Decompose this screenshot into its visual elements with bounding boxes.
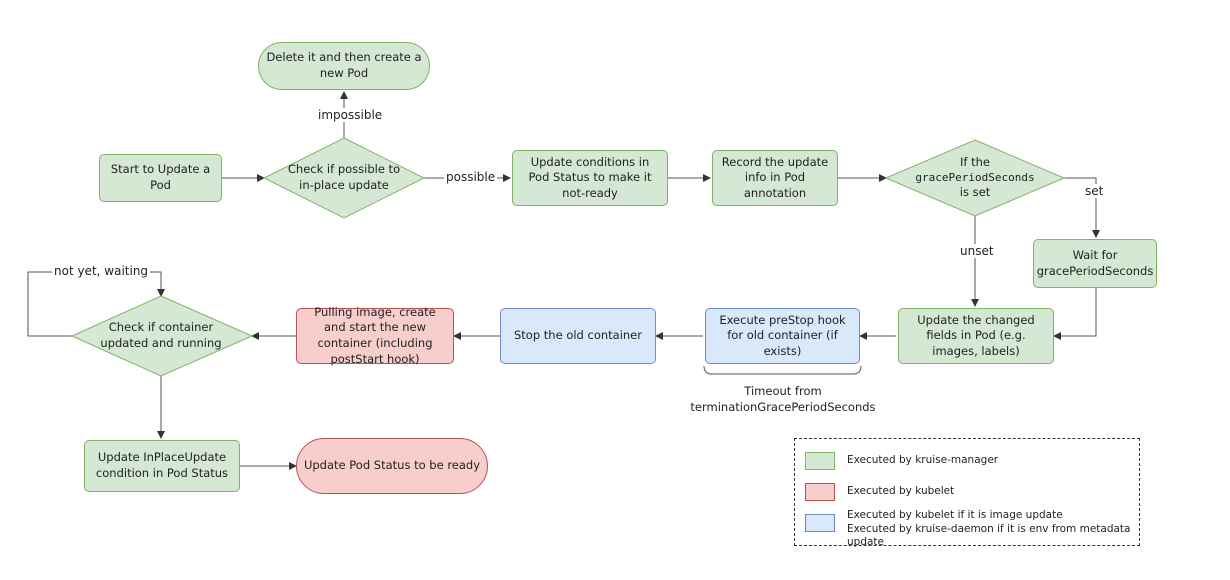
check-inplace-text: Check if possible to in-place update xyxy=(284,158,404,198)
check-container-diamond xyxy=(70,295,254,377)
edge-label-not-yet: not yet, waiting xyxy=(52,264,151,278)
update-condition-label: Update InPlaceUpdate condition in Pod St… xyxy=(95,450,229,480)
update-conditions-label: Update conditions in Pod Status to make … xyxy=(528,154,652,200)
grace-check-label-post: is set xyxy=(959,185,991,200)
legend-label-kubelet: Executed by kubelet xyxy=(847,485,955,497)
edge-label-unset: unset xyxy=(958,244,996,258)
edge-wait-to-update-fields xyxy=(1053,288,1097,340)
timeout-note: Timeout from terminationGracePeriodSecon… xyxy=(690,384,876,415)
check-inplace-label: Check if possible to in-place update xyxy=(287,162,401,192)
edge-label-possible: possible xyxy=(444,170,498,184)
grace-check-text: If the gracePeriodSeconds is set xyxy=(912,154,1038,202)
timeout-note-line2: terminationGracePeriodSeconds xyxy=(690,399,876,414)
legend-swatch-kubelet xyxy=(805,483,835,501)
update-fields-node: Update the changed fields in Pod (e.g. i… xyxy=(898,308,1054,364)
legend-label-daemon: Executed by kubelet if it is image updat… xyxy=(847,509,1139,550)
record-info-node: Record the update info in Pod annotation xyxy=(712,150,838,206)
legend-label-manager: Executed by kruise-manager xyxy=(847,454,999,466)
start-node: Start to Update a Pod xyxy=(99,154,222,202)
start-node-label: Start to Update a Pod xyxy=(110,162,211,192)
legend: Executed by kruise-manager Executed by k… xyxy=(794,438,1140,548)
pull-image-label: Pulling image, create and start the new … xyxy=(314,304,436,366)
grace-check-label-pre: If the xyxy=(960,155,990,170)
update-conditions-node: Update conditions in Pod Status to make … xyxy=(512,150,668,206)
edge-label-impossible: impossible xyxy=(316,108,385,122)
prestop-label: Execute preStop hook for old container (… xyxy=(719,312,846,358)
pod-ready-label: Update Pod Status to be ready xyxy=(303,458,481,473)
legend-label-daemon-line1: Executed by kubelet if it is image updat… xyxy=(847,509,1063,521)
stop-old-label: Stop the old container xyxy=(513,328,642,343)
pull-image-node: Pulling image, create and start the new … xyxy=(296,304,454,366)
edge-label-set: set xyxy=(1083,184,1106,198)
timeout-note-line1: Timeout from xyxy=(744,384,822,398)
delete-recreate-node: Delete it and then create a new Pod xyxy=(258,42,430,90)
legend-swatch-manager xyxy=(805,452,835,470)
pod-ready-node: Update Pod Status to be ready xyxy=(296,438,488,494)
timeout-brace xyxy=(703,365,862,375)
wait-grace-label: Wait for gracePeriodSeconds xyxy=(1036,247,1154,278)
edge-check-container-loop xyxy=(27,271,165,337)
check-inplace-diamond xyxy=(262,137,426,219)
check-container-label: Check if container updated and running xyxy=(100,320,222,350)
update-fields-label: Update the changed fields in Pod (e.g. i… xyxy=(917,312,1035,358)
stop-old-node: Stop the old container xyxy=(500,308,656,364)
edge-grace-to-wait xyxy=(1064,177,1100,238)
update-condition-node: Update InPlaceUpdate condition in Pod St… xyxy=(84,440,240,492)
record-info-label: Record the update info in Pod annotation xyxy=(721,154,829,200)
legend-label-daemon-line2: Executed by kruise-daemon if it is env f… xyxy=(847,522,1131,549)
grace-check-diamond xyxy=(884,139,1066,217)
wait-grace-node: Wait for gracePeriodSeconds xyxy=(1033,239,1157,288)
legend-swatch-daemon xyxy=(805,514,835,532)
prestop-node: Execute preStop hook for old container (… xyxy=(705,308,860,364)
check-container-text: Check if container updated and running xyxy=(100,316,222,356)
delete-recreate-label: Delete it and then create a new Pod xyxy=(266,50,422,80)
grace-check-label-code: gracePeriodSeconds xyxy=(915,170,1035,184)
